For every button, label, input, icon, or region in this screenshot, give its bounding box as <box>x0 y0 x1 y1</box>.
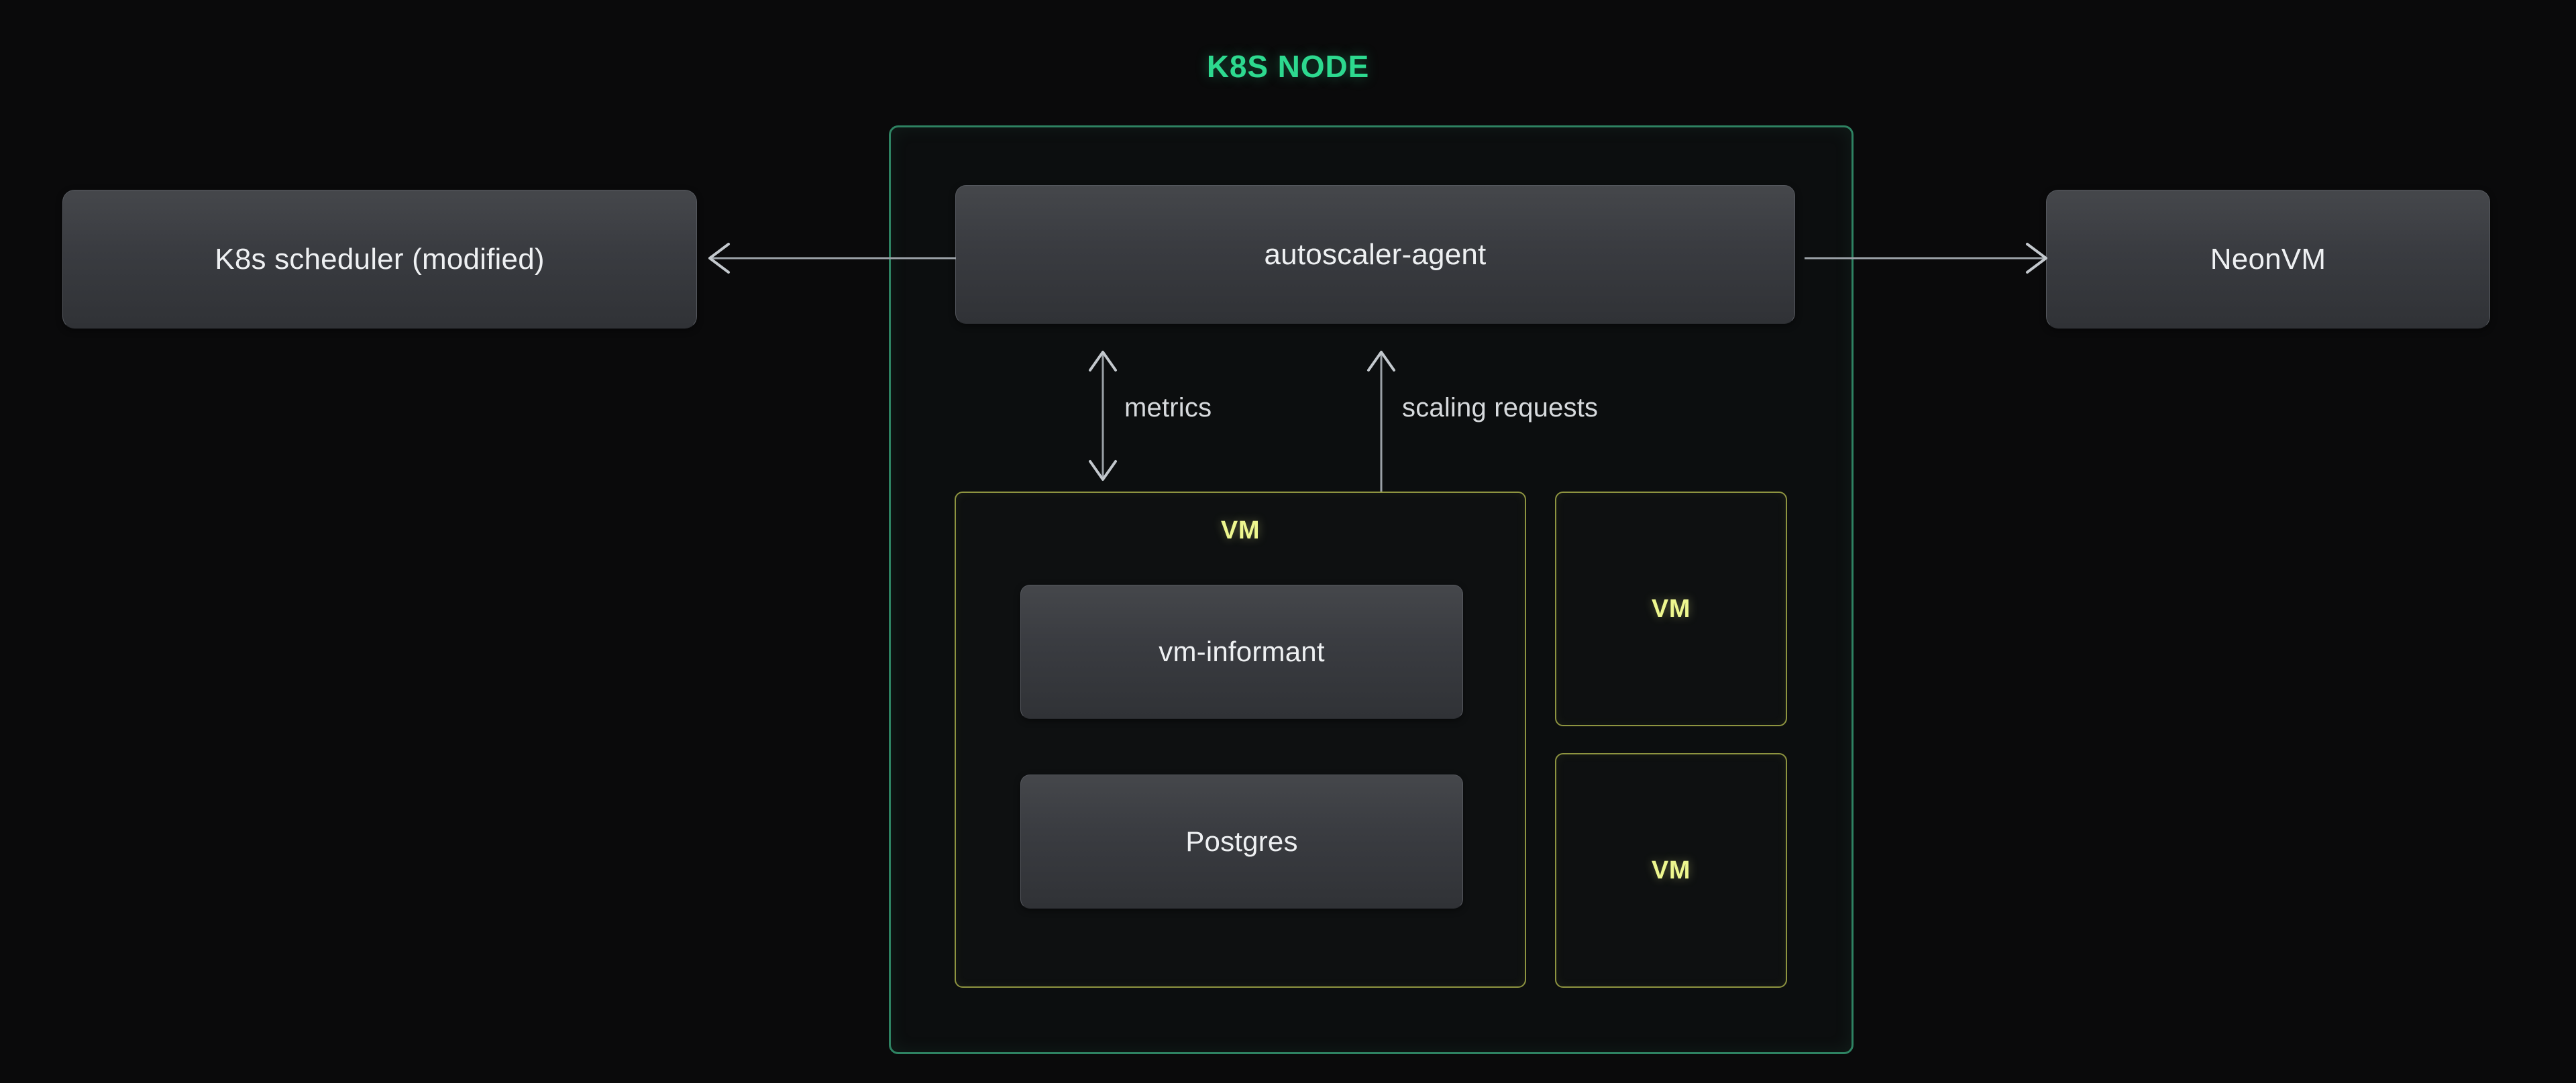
autoscaler-agent-node[interactable]: autoscaler-agent <box>955 185 1795 324</box>
vm-informant-node[interactable]: vm-informant <box>1020 585 1463 719</box>
vm-main-label-wrap: VM <box>955 516 1526 545</box>
arrow-agent-to-neonvm <box>1805 243 2047 274</box>
vm-small-label-1: VM <box>1651 594 1691 623</box>
vm-small-label-2: VM <box>1651 856 1691 885</box>
edge-label-metrics: metrics <box>1124 393 1212 422</box>
postgres-node[interactable]: Postgres <box>1020 775 1463 909</box>
arrow-metrics <box>1089 351 1117 481</box>
k8s-node-title: K8S NODE <box>1206 49 1370 84</box>
arrow-agent-to-scheduler <box>708 243 956 274</box>
edge-label-scaling-requests: scaling requests <box>1402 393 1599 422</box>
vm-main-box[interactable] <box>955 492 1526 988</box>
vm-small-box-1[interactable]: VM <box>1555 492 1787 726</box>
vm-small-box-2[interactable]: VM <box>1555 753 1787 988</box>
vm-main-label: VM <box>1220 516 1260 545</box>
k8s-scheduler-node[interactable]: K8s scheduler (modified) <box>62 190 697 329</box>
neonvm-node[interactable]: NeonVM <box>2046 190 2490 329</box>
